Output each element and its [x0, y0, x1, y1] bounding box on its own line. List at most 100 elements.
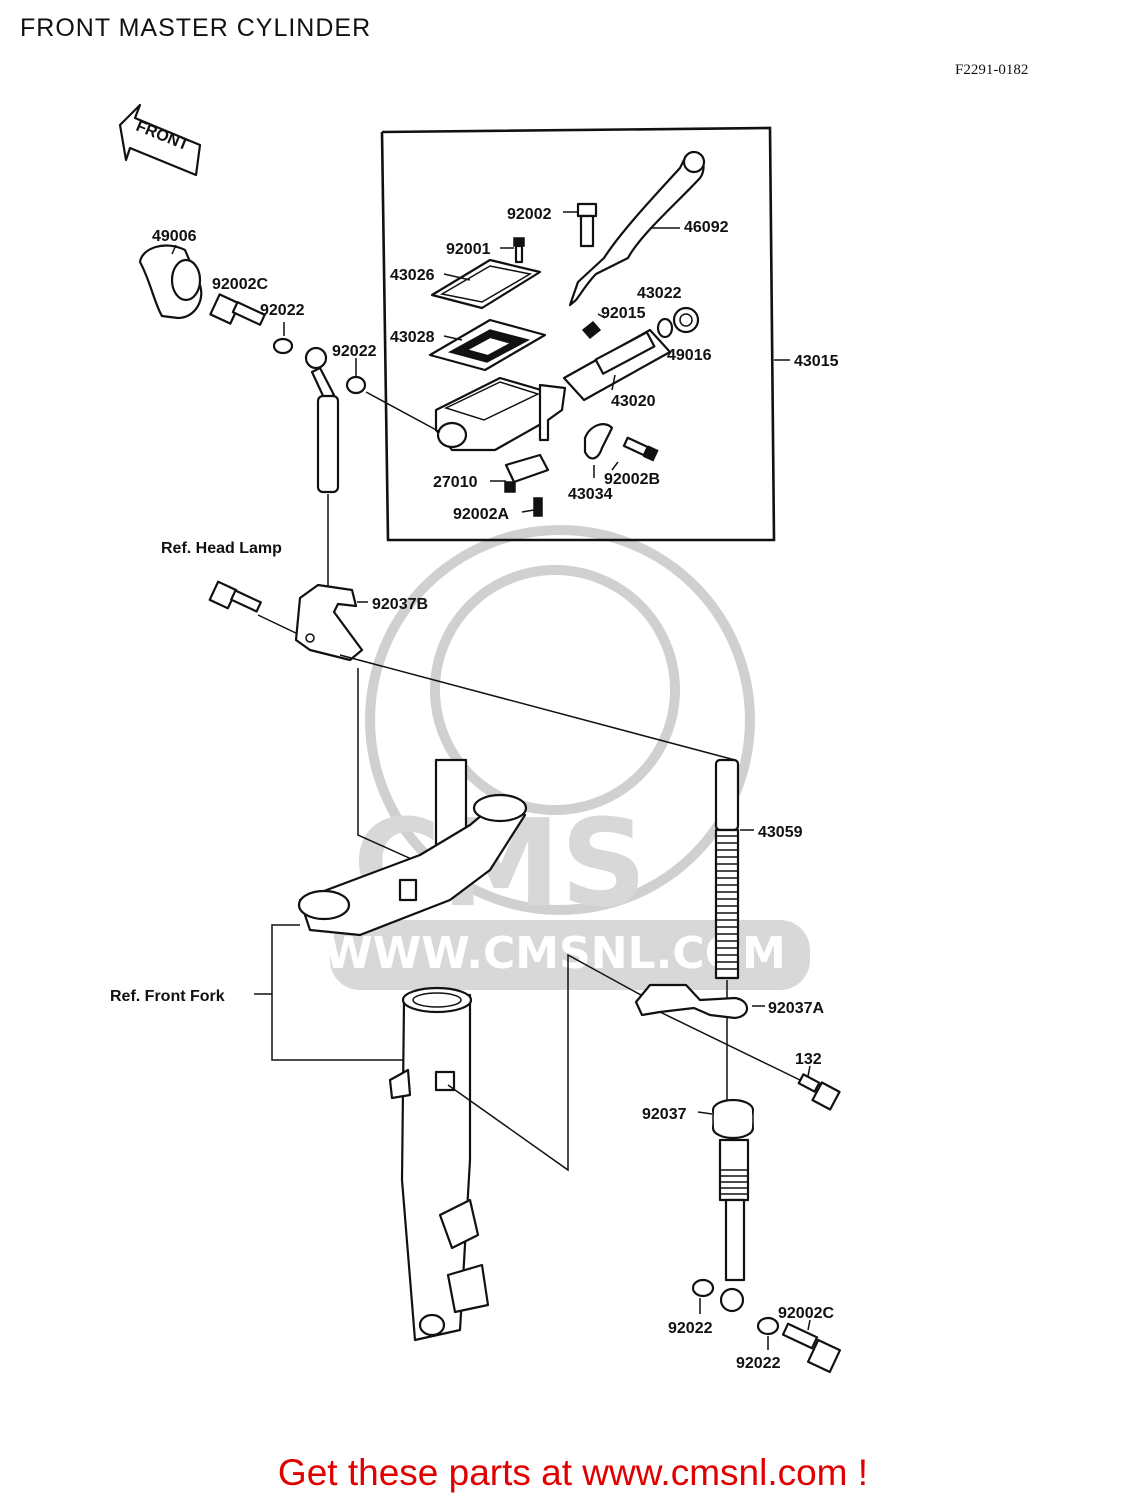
callout-43034: 43034	[568, 486, 613, 503]
routing-line-3	[447, 953, 651, 1172]
headlamp-bolt	[208, 580, 262, 613]
callout-92002: 92002	[507, 206, 552, 223]
fork-leg	[388, 986, 490, 1342]
cap-screw-shaft	[514, 244, 524, 264]
hose-upper	[316, 394, 340, 494]
seal-43022	[656, 317, 674, 339]
callout-49006: 49006	[152, 228, 197, 245]
grommet-fill	[714, 1110, 752, 1128]
callout-92015: 92015	[601, 305, 646, 322]
line-132-to-clamp	[659, 1011, 801, 1081]
bolt-132-head	[811, 1081, 841, 1111]
cap-screw-head	[513, 237, 525, 247]
callout-92022-a: 92022	[260, 302, 305, 319]
fork-ref-bracket	[271, 924, 410, 1061]
front-arrow-shape	[118, 103, 202, 177]
boot-49016	[672, 306, 700, 334]
callout-43022: 43022	[637, 285, 682, 302]
reservoir-opening	[443, 381, 541, 421]
brake-lever	[568, 150, 706, 307]
callout-43015: 43015	[794, 353, 839, 370]
leader-92002B	[611, 461, 619, 471]
watermark-banner	[330, 920, 810, 990]
pivot-bolt-head	[576, 202, 598, 218]
axle-boss	[418, 1313, 446, 1337]
callout-92037A: 92037A	[768, 1000, 824, 1017]
callout-92022-c: 92022	[668, 1320, 713, 1337]
callout-92002C-top: 92002C	[212, 276, 268, 293]
footer-promo: Get these parts at www.cmsnl.com !	[277, 1452, 869, 1493]
boot-49016-inner	[679, 313, 693, 327]
callout-92022-d: 92022	[736, 1355, 781, 1372]
reservoir-cover-49006	[138, 244, 203, 320]
hose-clamp-92037B	[294, 583, 364, 662]
brake-hose	[714, 758, 750, 1313]
caliper-mount-lower	[446, 1263, 490, 1314]
callout-43028: 43028	[390, 329, 435, 346]
clamp-92037B-body	[294, 583, 364, 662]
master-cylinder-body	[434, 376, 567, 452]
holder-bolt-head	[642, 445, 659, 462]
callout-43020: 43020	[611, 393, 656, 410]
brake-switch	[504, 453, 550, 484]
holder-bolt	[622, 436, 649, 457]
pivot-bolt-shaft	[579, 214, 595, 248]
leader-49006	[171, 244, 177, 255]
lever-knob	[682, 150, 706, 174]
callout-132: 132	[795, 1051, 822, 1068]
washer-c	[691, 1278, 715, 1298]
callout-92002C-bottom: 92002C	[778, 1305, 834, 1322]
fork-top	[401, 986, 473, 1014]
page-title: FRONT MASTER CYLINDER	[20, 14, 372, 42]
pivot-bolt	[576, 202, 598, 248]
banjo-bolt-bottom-head	[806, 1338, 842, 1374]
diaphragm-center	[464, 335, 514, 358]
fork-lug-left	[388, 1068, 412, 1100]
hose-clamp-92037A	[634, 983, 749, 1020]
leader-43026	[443, 273, 471, 281]
banjo-bolt-bottom	[781, 1322, 842, 1374]
callout-27010: 27010	[433, 474, 478, 491]
hose-corrugated	[714, 828, 740, 980]
hose-top-section	[714, 758, 740, 832]
grommet-92037	[711, 1098, 755, 1140]
bolt-132-shaft	[797, 1073, 821, 1093]
lever-body	[568, 150, 705, 307]
reservoir-cap	[430, 258, 542, 310]
banjo-bolt-shaft	[231, 301, 266, 326]
piston	[594, 331, 656, 375]
clamp-holder	[583, 423, 614, 460]
assembly-box	[380, 126, 776, 542]
callout-92037: 92037	[642, 1106, 687, 1123]
callout-ref-front-fork: Ref. Front Fork	[110, 988, 225, 1005]
circlip	[581, 320, 602, 340]
washer-a	[272, 337, 294, 355]
callout-92001: 92001	[446, 241, 491, 258]
bracket-arm	[298, 798, 527, 937]
clamp-bolt-132	[797, 1073, 841, 1111]
leader-92002C-bottom	[807, 1319, 811, 1331]
callout-92002B: 92002B	[604, 471, 660, 488]
hose-lower-eye	[719, 1287, 745, 1313]
reservoir-cap-inner	[439, 265, 533, 303]
callout-43026: 43026	[390, 267, 435, 284]
routing-line-1	[339, 654, 736, 761]
fork-top-inner	[412, 992, 462, 1008]
bracket-lug	[398, 878, 418, 902]
cover-opening	[170, 258, 202, 302]
headlamp-bolt-shaft	[230, 589, 262, 613]
figure-code: F2291-0182	[955, 62, 1029, 78]
callout-92022-b: 92022	[332, 343, 377, 360]
leader-92015	[597, 313, 606, 319]
watermark-ring	[365, 525, 755, 915]
reservoir-port	[436, 421, 468, 449]
callout-92037B: 92037B	[372, 596, 428, 613]
hose-ribs-lower	[720, 1169, 748, 1195]
washer-d	[756, 1316, 780, 1336]
clamp-92037B-hole	[305, 633, 315, 643]
hose-ribs	[716, 835, 738, 970]
line-to-cylinder	[365, 391, 441, 433]
switch-screw	[533, 497, 543, 517]
banjo-bolt-top	[209, 293, 266, 326]
